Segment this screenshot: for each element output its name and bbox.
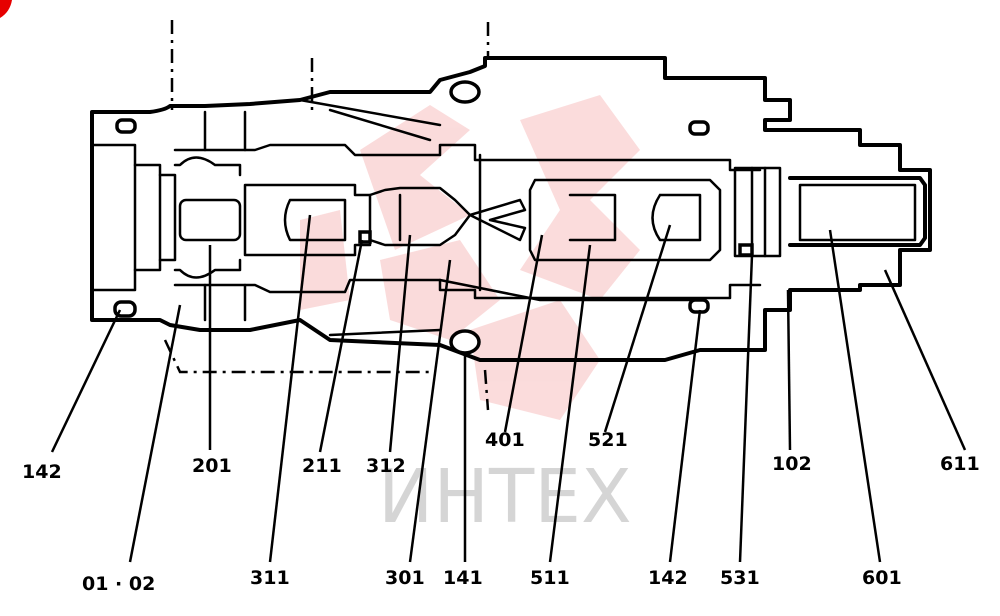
label-01-02: 01 · 02: [82, 573, 155, 595]
label-611: 611: [940, 453, 980, 475]
watermark-text: ИНТЕХ: [378, 454, 632, 540]
label-142-left: 142: [22, 461, 62, 483]
label-531: 531: [720, 567, 760, 589]
valve-body: [90, 56, 932, 362]
label-141: 141: [443, 567, 483, 589]
label-201: 201: [192, 455, 232, 477]
label-521: 521: [588, 429, 628, 451]
label-601: 601: [862, 567, 902, 589]
label-311: 311: [250, 567, 290, 589]
o-rings: [113, 80, 754, 355]
part-labels: 142 01 · 02 201 311 211 312 301 141 401 …: [22, 429, 980, 595]
label-211: 211: [302, 455, 342, 477]
label-312: 312: [366, 455, 406, 477]
label-301: 301: [385, 567, 425, 589]
leader-lines: [50, 214, 967, 563]
label-511: 511: [530, 567, 570, 589]
corner-logo: [0, 0, 12, 18]
label-142-right: 142: [648, 567, 688, 589]
label-102: 102: [772, 453, 812, 475]
label-401: 401: [485, 429, 525, 451]
watermark-logo: [300, 95, 640, 420]
